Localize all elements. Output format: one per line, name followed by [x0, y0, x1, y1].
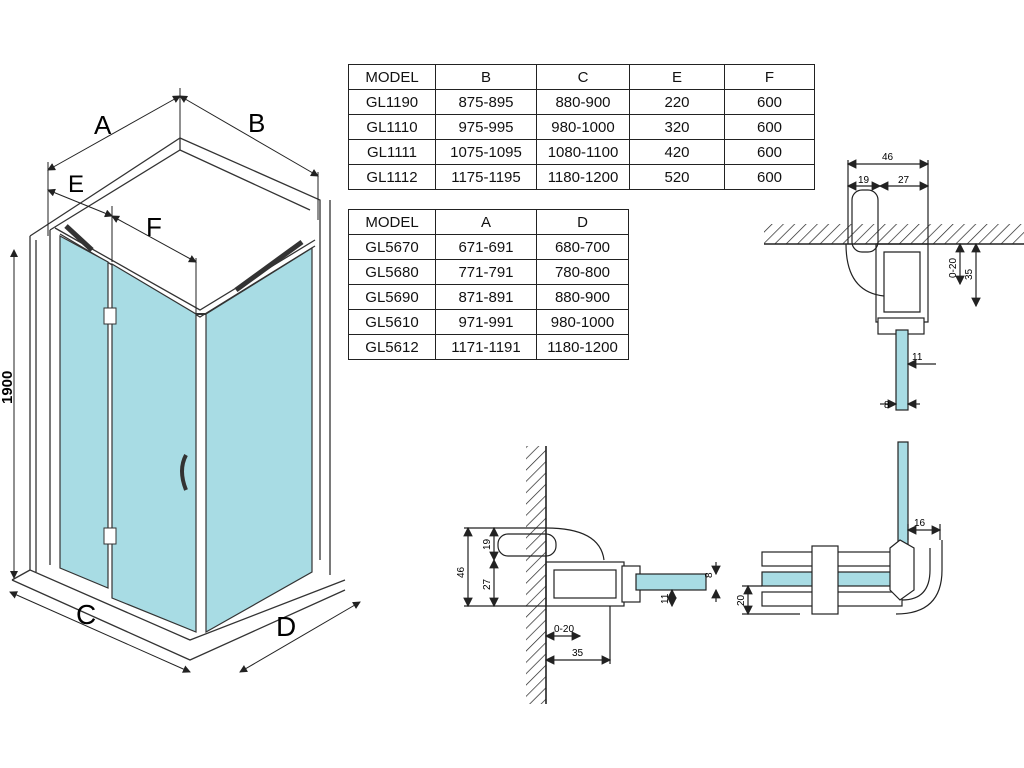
label-c: C [76, 599, 96, 630]
dim-46: 46 [882, 152, 894, 163]
table-row: GL5612 1171-1191 1180-1200 [348, 334, 629, 360]
dim-line-c [9, 591, 191, 673]
table-cell: 980-1000 [536, 309, 629, 335]
door-handle [180, 454, 188, 491]
detail-corner-joint [742, 441, 943, 616]
table-cell: GL5680 [348, 259, 436, 285]
dim-27: 27 [898, 175, 910, 186]
column-header: MODEL [348, 64, 436, 90]
table-cell: 1171-1191 [435, 334, 537, 360]
table-cell: GL1110 [348, 114, 436, 140]
table-cell: 320 [629, 114, 725, 140]
detail-ceiling-profile [764, 159, 1024, 411]
table-row: GL1112 1175-1195 1180-1200 520 600 [348, 164, 815, 190]
dim-0-20: 0-20 [948, 258, 959, 278]
dim-0-20-b: 0-20 [554, 624, 574, 635]
upper-hinge [103, 307, 117, 325]
label-a: A [94, 110, 112, 140]
table-row: GL5680 771-791 780-800 [348, 259, 629, 285]
table-cell: 875-895 [435, 89, 537, 115]
door-glass-panel [111, 262, 197, 633]
side-glass-panel [205, 246, 313, 634]
table-cell: 880-900 [536, 284, 629, 310]
dim-8-b: 8 [704, 572, 715, 578]
table-cell: 600 [724, 164, 815, 190]
label-e: E [68, 171, 84, 198]
dim-8: 8 [884, 400, 890, 411]
label-b: B [248, 108, 265, 138]
column-header: F [724, 64, 815, 90]
wall-inner-top [49, 149, 311, 231]
dim-35: 35 [964, 268, 975, 280]
table-row: GL1190 875-895 880-900 220 600 [348, 89, 815, 115]
dim-line-f [111, 215, 197, 263]
label-height: 1900 [0, 371, 16, 404]
table-cell: 771-791 [435, 259, 537, 285]
model-table-b-c-e-f: MODEL B C E F GL1190 875-895 880-900 220… [348, 64, 815, 190]
table-cell: 600 [724, 114, 815, 140]
dim-27-b: 27 [482, 578, 493, 590]
dim-20: 20 [736, 594, 747, 606]
dim-line-e [47, 188, 113, 218]
model-table-a-d: MODEL A D GL5670 671-691 680-700 GL5680 … [348, 209, 629, 360]
dim-11-b: 11 [660, 593, 671, 604]
dim-16: 16 [914, 518, 926, 529]
detail-wall-profile [463, 446, 721, 704]
table-cell: GL1190 [348, 89, 436, 115]
profile-curve-2 [545, 527, 605, 561]
table-cell: 880-900 [536, 89, 630, 115]
stabilizer-bar-left [64, 224, 94, 252]
table-cell: 980-1000 [536, 114, 630, 140]
profile-body [875, 243, 929, 323]
stabilizer-bar-right [234, 239, 304, 293]
profile-curve [845, 243, 885, 297]
dim-35-b: 35 [572, 648, 584, 659]
table-row: GL1111 1075-1095 1080-1100 420 600 [348, 139, 815, 165]
table-cell: 1180-1200 [536, 334, 629, 360]
dim-line-a [47, 95, 181, 171]
column-header: MODEL [348, 209, 436, 235]
glass-panels [59, 224, 313, 634]
dimension-lines [9, 88, 361, 673]
table-cell: 975-995 [435, 114, 537, 140]
table-cell: 1175-1195 [435, 164, 537, 190]
table-header-row: MODEL A D [348, 209, 629, 235]
dim-19-b: 19 [482, 538, 493, 550]
fixed-glass-panel [59, 234, 109, 589]
clamp-body [811, 545, 839, 615]
column-header: B [435, 64, 537, 90]
table-cell: 220 [629, 89, 725, 115]
dim-46-b: 46 [456, 566, 467, 578]
column-header: D [536, 209, 629, 235]
glass-section-2 [635, 573, 707, 591]
lower-hinge [103, 527, 117, 545]
label-d: D [276, 611, 296, 642]
dim-line-d [239, 601, 361, 673]
table-cell: 1075-1095 [435, 139, 537, 165]
table-cell: GL1111 [348, 139, 436, 165]
table-cell: 1180-1200 [536, 164, 630, 190]
dim-line-b [179, 95, 319, 177]
table-row: GL5690 871-891 880-900 [348, 284, 629, 310]
table-row: GL5670 671-691 680-700 [348, 234, 629, 260]
table-cell: GL1112 [348, 164, 436, 190]
table-row: GL1110 975-995 980-1000 320 600 [348, 114, 815, 140]
table-header-row: MODEL B C E F [348, 64, 815, 90]
glass-section [895, 329, 909, 411]
table-cell: 520 [629, 164, 725, 190]
table-cell: 671-691 [435, 234, 537, 260]
dim-11: 11 [912, 352, 923, 363]
table-cell: 871-891 [435, 284, 537, 310]
profile-body-2 [545, 561, 625, 607]
dim-19: 19 [858, 175, 870, 186]
label-f: F [146, 212, 162, 242]
